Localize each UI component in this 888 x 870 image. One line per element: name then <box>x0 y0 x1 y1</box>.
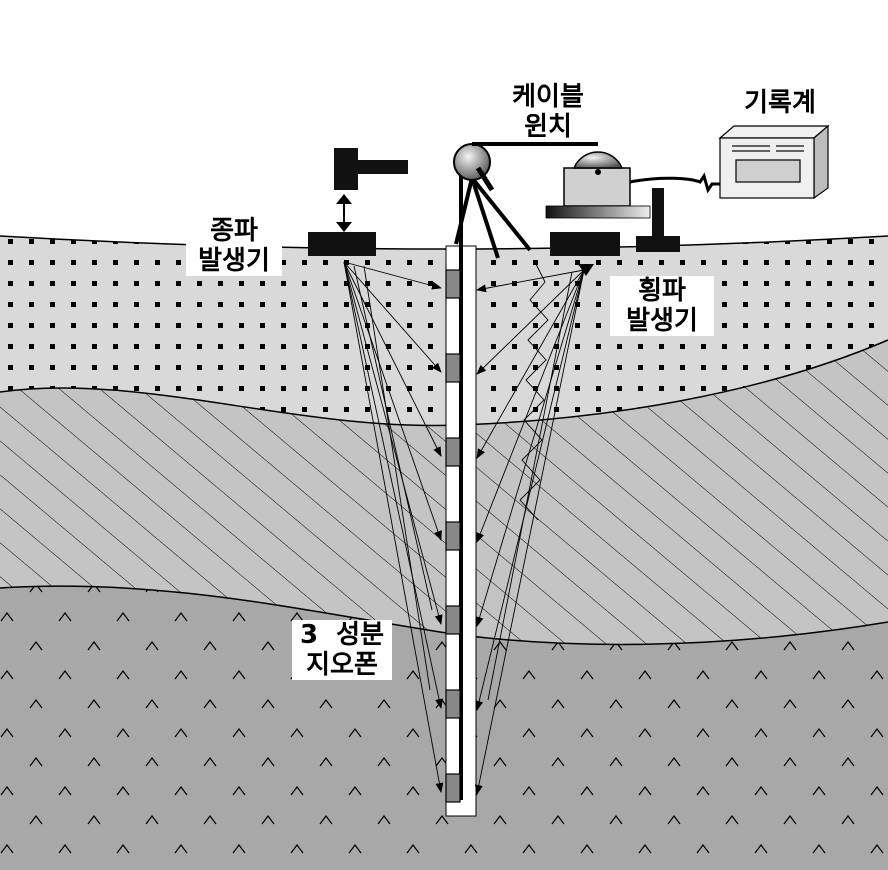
geophone-6 <box>445 689 461 719</box>
shear-plate <box>550 232 620 256</box>
impact-plate <box>308 232 376 256</box>
geophone-1 <box>445 269 461 299</box>
cable-winch-label: 케이블 윈치 <box>512 82 584 142</box>
geophone-4 <box>445 521 461 551</box>
s-hammer-head <box>636 236 680 252</box>
recorder-label: 기록계 <box>744 88 816 118</box>
geophone-7 <box>445 773 461 803</box>
s-wave-source-label: 횡파 발생기 <box>610 276 714 336</box>
s-wave-source <box>550 188 680 276</box>
recorder <box>718 124 830 200</box>
p-wave-source-label: 종파 발생기 <box>186 216 282 276</box>
geophone-2 <box>445 353 461 383</box>
p-wave-source <box>308 148 408 256</box>
recorder-screen <box>735 159 801 183</box>
hammer-handle <box>356 160 408 174</box>
geophone-3 <box>445 437 461 467</box>
hammer-head <box>334 148 358 190</box>
tripod-pulley <box>453 143 532 259</box>
geophone-5 <box>445 605 461 635</box>
signal-cable <box>629 172 720 194</box>
cable-winch <box>545 151 651 219</box>
s-hammer-handle <box>652 188 664 240</box>
ray-paths <box>343 261 585 795</box>
geophone-label: 3 성분 지오폰 <box>292 620 392 680</box>
geophones <box>445 269 461 803</box>
